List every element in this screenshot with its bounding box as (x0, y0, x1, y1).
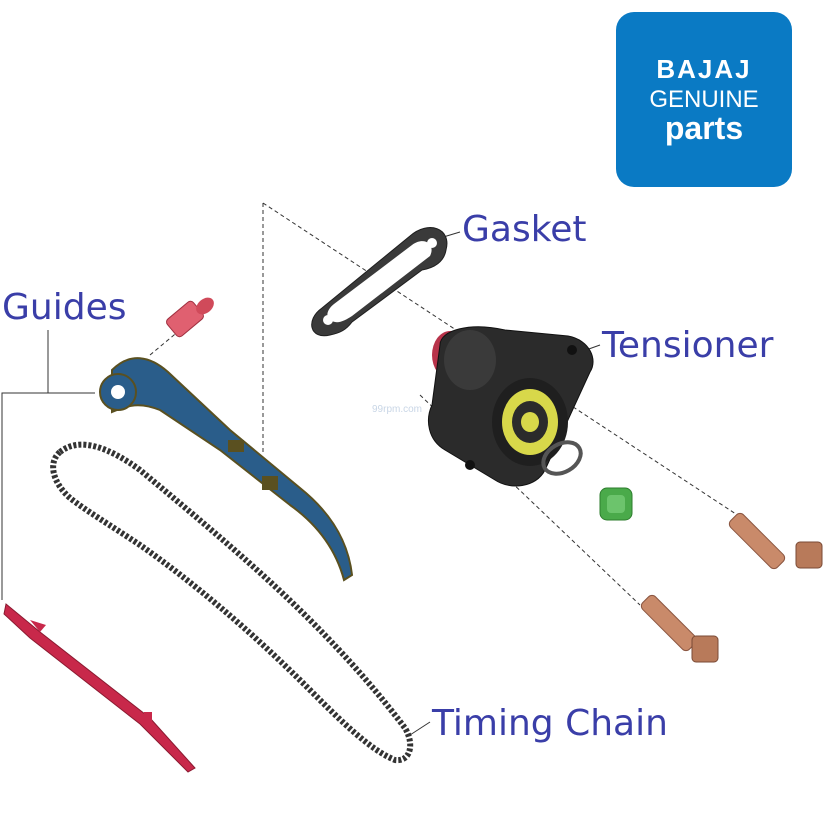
label-timing-chain: Timing Chain (432, 703, 668, 744)
logo-brand: BAJAJ (656, 54, 752, 84)
guide-pin-part (166, 297, 214, 338)
label-gasket: Gasket (462, 209, 587, 250)
label-guides: Guides (2, 287, 127, 328)
bajaj-genuine-parts-logo: BAJAJ GENUINE parts (616, 12, 792, 187)
timing-chain-part (50, 441, 414, 764)
gasket-part (311, 227, 448, 337)
o-ring-part (541, 440, 583, 476)
bolt-upper (728, 512, 823, 570)
label-tensioner: Tensioner (602, 325, 774, 366)
bolt-lower (640, 594, 719, 663)
tensioner-part (428, 326, 594, 487)
green-plug-part (599, 487, 633, 521)
logo-line-parts: parts (664, 110, 744, 146)
logo-line-genuine: GENUINE (649, 86, 759, 113)
watermark: 99rpm.com (372, 404, 423, 415)
guide-upper-part (99, 357, 354, 582)
guide-lower-part (3, 603, 196, 773)
